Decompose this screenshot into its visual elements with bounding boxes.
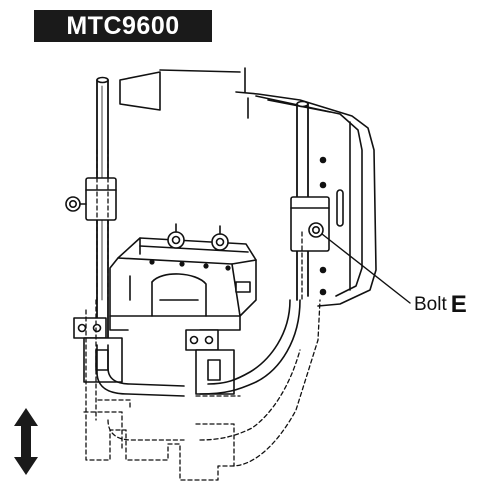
lowered-position-outline	[83, 149, 321, 481]
top-knobs	[167, 223, 229, 251]
carriage-bracket	[109, 237, 257, 331]
bolt-label: Bolt	[414, 294, 447, 315]
bolt-letter: E	[450, 291, 467, 318]
model-label: MTC9600	[34, 10, 212, 42]
up-down-double-arrow-icon	[14, 408, 38, 475]
support-rods	[96, 299, 301, 397]
lower-left-block	[73, 317, 123, 383]
lower-right-block	[185, 329, 235, 395]
right-clamp	[290, 196, 330, 252]
bolt-leader-line	[321, 233, 411, 304]
